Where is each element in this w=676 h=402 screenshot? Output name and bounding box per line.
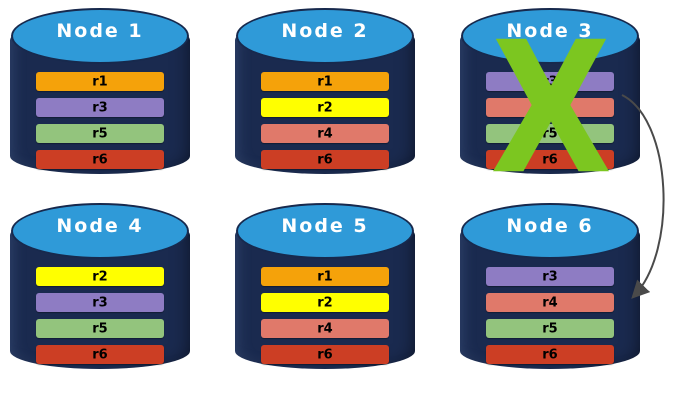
record-bar[interactable]: r2 xyxy=(261,293,389,312)
record-bar[interactable]: r6 xyxy=(486,150,614,169)
record-bar-list: r1 r2 r4 r6 xyxy=(261,72,389,176)
record-bar[interactable]: r3 xyxy=(486,72,614,91)
record-bar[interactable]: r6 xyxy=(36,345,164,364)
record-bar[interactable]: r6 xyxy=(261,150,389,169)
record-label: r2 xyxy=(92,269,108,284)
record-label: r1 xyxy=(92,74,108,89)
cylinder-top-ellipse xyxy=(461,8,639,64)
record-bar[interactable]: r6 xyxy=(486,345,614,364)
record-label: r5 xyxy=(92,126,108,141)
cylinder-top-ellipse xyxy=(11,8,189,64)
record-bar[interactable]: r3 xyxy=(36,98,164,117)
record-bar[interactable]: r3 xyxy=(36,293,164,312)
record-label: r5 xyxy=(542,126,558,141)
record-bar[interactable]: r5 xyxy=(486,319,614,338)
record-label: r5 xyxy=(542,321,558,336)
record-bar[interactable]: r6 xyxy=(36,150,164,169)
record-bar-list: r3 r4 r5 r6 xyxy=(486,267,614,371)
record-bar[interactable]: r5 xyxy=(486,124,614,143)
record-bar[interactable]: r5 xyxy=(36,319,164,338)
record-label: r4 xyxy=(317,321,333,336)
record-bar[interactable]: r4 xyxy=(261,124,389,143)
record-bar[interactable]: r2 xyxy=(36,267,164,286)
record-bar-list: r2 r3 r5 r6 xyxy=(36,267,164,371)
record-bar-list: r3 r4 r5 r6 xyxy=(486,72,614,176)
cylinder-top-ellipse xyxy=(11,203,189,259)
cylinder-top-ellipse xyxy=(236,203,414,259)
record-label: r3 xyxy=(542,74,558,89)
record-label: r4 xyxy=(542,100,558,115)
record-bar[interactable]: r6 xyxy=(261,345,389,364)
record-label: r2 xyxy=(317,295,333,310)
record-label: r1 xyxy=(317,269,333,284)
record-bar[interactable]: r1 xyxy=(261,72,389,91)
record-label: r3 xyxy=(542,269,558,284)
record-label: r6 xyxy=(92,347,108,362)
record-bar[interactable]: r5 xyxy=(36,124,164,143)
record-bar[interactable]: r2 xyxy=(261,98,389,117)
cylinder-top-ellipse xyxy=(236,8,414,64)
record-bar[interactable]: r1 xyxy=(36,72,164,91)
record-label: r4 xyxy=(542,295,558,310)
record-label: r1 xyxy=(317,74,333,89)
record-bar-list: r1 r3 r5 r6 xyxy=(36,72,164,176)
record-label: r6 xyxy=(317,152,333,167)
record-label: r2 xyxy=(317,100,333,115)
record-label: r3 xyxy=(92,295,108,310)
record-label: r6 xyxy=(542,152,558,167)
record-label: r5 xyxy=(92,321,108,336)
record-label: r4 xyxy=(317,126,333,141)
record-bar[interactable]: r3 xyxy=(486,267,614,286)
record-label: r6 xyxy=(92,152,108,167)
record-bar[interactable]: r4 xyxy=(261,319,389,338)
record-bar[interactable]: r4 xyxy=(486,293,614,312)
record-label: r3 xyxy=(92,100,108,115)
record-label: r6 xyxy=(317,347,333,362)
record-label: r6 xyxy=(542,347,558,362)
record-bar-list: r1 r2 r4 r6 xyxy=(261,267,389,371)
record-bar[interactable]: r4 xyxy=(486,98,614,117)
record-bar[interactable]: r1 xyxy=(261,267,389,286)
cylinder-top-ellipse xyxy=(461,203,639,259)
